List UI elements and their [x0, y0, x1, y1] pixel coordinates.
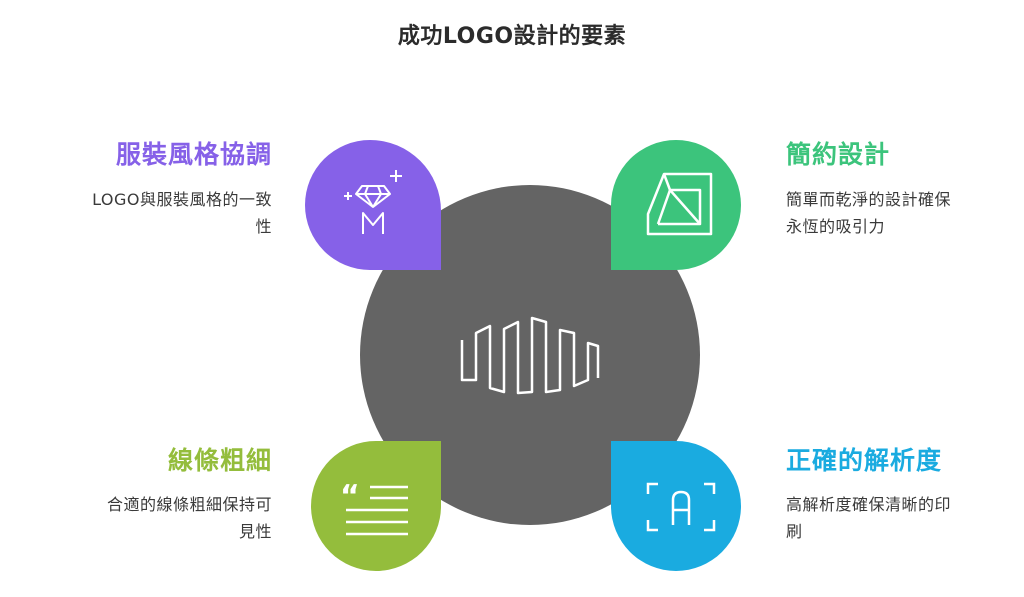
diamond-sparkle-icon — [344, 170, 402, 234]
desc-line: 性 — [255, 217, 272, 236]
svg-text:“: “ — [340, 479, 360, 514]
heading-simple-design: 簡約設計 — [786, 140, 891, 169]
desc-line: 簡單而乾淨的設計確保 — [786, 190, 952, 209]
petal-bottom-right — [611, 441, 741, 571]
heading-line-weight: 線條粗細 — [167, 446, 272, 475]
desc-costume-style: LOGO與服裝風格的一致 性 — [92, 186, 272, 240]
desc-simple-design: 簡單而乾淨的設計確保 永恆的吸引力 — [786, 186, 951, 240]
heading-costume-style: 服裝風格協調 — [115, 140, 272, 169]
desc-line: LOGO與服裝風格的一致 — [92, 190, 272, 209]
desc-line-weight: 合適的線條粗細保持可 見性 — [107, 491, 272, 545]
petal-top-left — [305, 140, 441, 270]
quote-lines-icon: “ — [340, 479, 408, 536]
geometric-shape-icon — [646, 172, 713, 236]
heading-resolution: 正確的解析度 — [786, 446, 943, 475]
desc-resolution: 高解析度確保清晰的印 刷 — [786, 491, 951, 545]
petal-top-right — [611, 140, 741, 270]
desc-line: 見性 — [238, 522, 272, 541]
desc-line: 永恆的吸引力 — [786, 217, 886, 236]
waveform-logo-icon — [460, 316, 600, 395]
petal-bottom-left — [311, 441, 441, 571]
desc-line: 高解析度確保清晰的印 — [786, 495, 952, 514]
desc-line: 刷 — [786, 522, 803, 541]
focus-frame-letter-icon — [646, 482, 716, 532]
diagram-title: 成功LOGO設計的要素 — [397, 24, 627, 49]
desc-line: 合適的線條粗細保持可 — [106, 495, 272, 514]
